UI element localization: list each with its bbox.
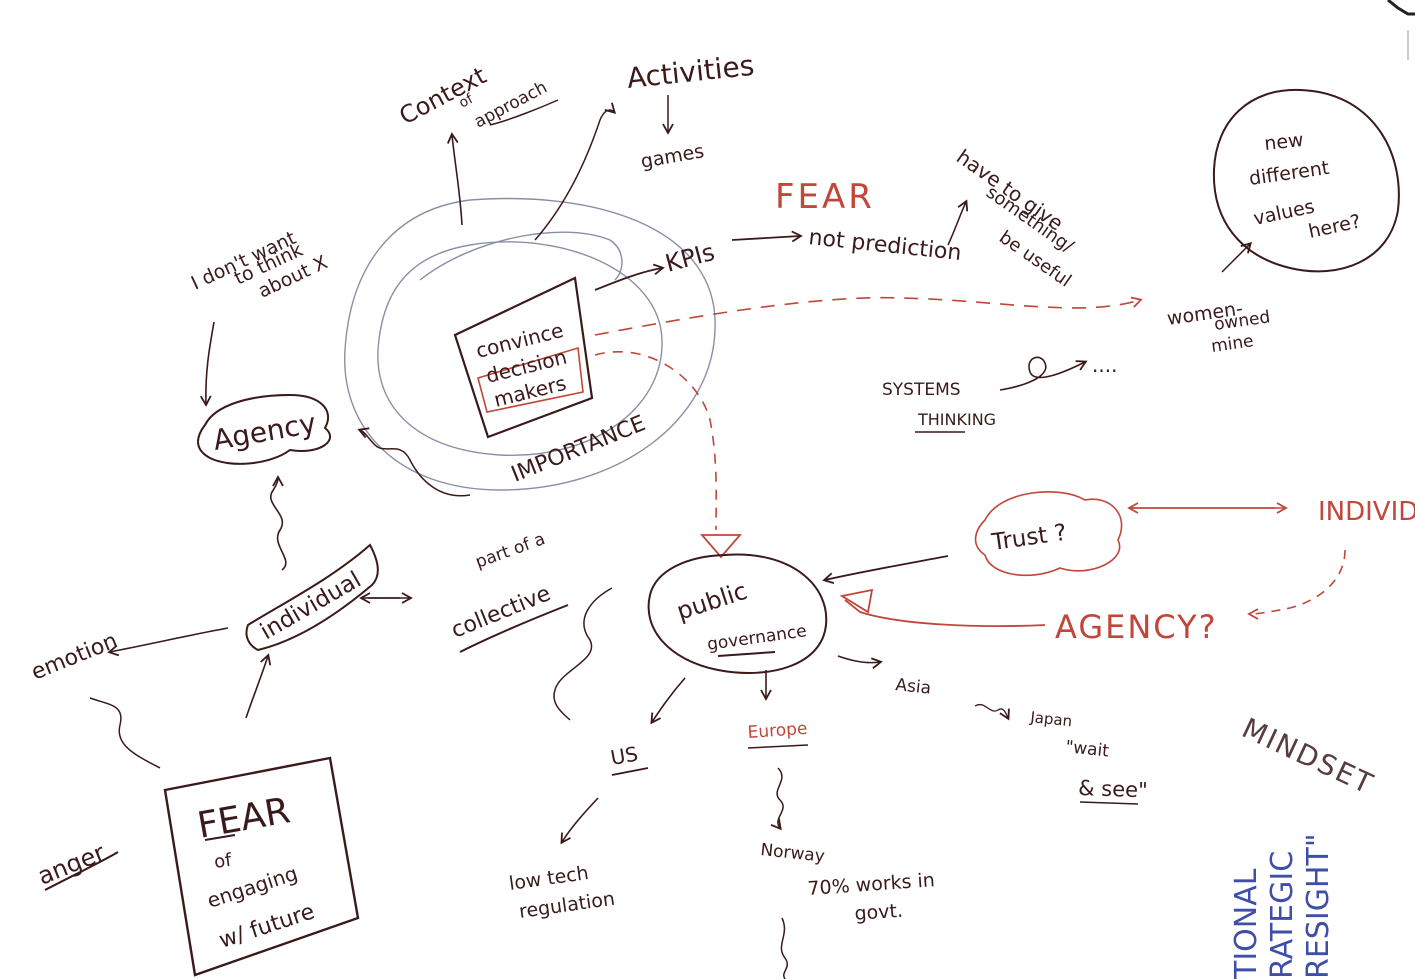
japan-label: Japan (1029, 708, 1073, 730)
public-label: public (673, 577, 750, 626)
governance-label: governance (706, 621, 808, 655)
arrow-trust-governance (822, 555, 949, 584)
red-dashed-down (594, 350, 718, 531)
fear-box-future: w/ future (216, 899, 318, 953)
arrow-individual-emotion (107, 627, 229, 657)
agency-red-label: AGENCY? (1055, 608, 1218, 646)
outer-circle (344, 197, 716, 491)
activities-label: Activities (625, 49, 755, 95)
values-text-1: new (1263, 129, 1304, 155)
govt-text-1: 70% works in (807, 869, 936, 900)
individual-label: individual (256, 567, 366, 645)
dashed-curve-to-women (594, 296, 1143, 336)
squiggle-europe-norway (770, 767, 784, 831)
arrow-to-us (650, 677, 686, 725)
individ-red-label: INDIVIDU (1318, 497, 1415, 527)
squiggle-emotion (89, 697, 161, 769)
agency-label: Agency (210, 406, 318, 457)
govt-text-2: govt. (854, 900, 904, 925)
trust-cloud (974, 491, 1123, 577)
arrow-fear-individual (245, 653, 272, 719)
fear-box-of: of (213, 850, 234, 873)
squiggle-asia-japan (974, 704, 1010, 721)
low-tech-2: regulation (518, 888, 617, 923)
dots-label: .... (1092, 353, 1117, 377)
convince-box: convince decision makers (453, 276, 594, 439)
public-governance-circle (647, 553, 828, 674)
blue-text-2: RATEGIC (1265, 851, 1300, 979)
asia-label: Asia (894, 675, 932, 699)
individual-outline (245, 543, 379, 652)
red-triangle-arrow (700, 534, 742, 559)
low-tech-1: low tech (508, 862, 590, 895)
inner-circle (377, 241, 663, 457)
arrow-to-have-give (947, 199, 969, 246)
women-text-3: mine (1210, 331, 1255, 357)
fear-top-label: FEAR (775, 177, 875, 217)
thinking-label: THINKING (917, 410, 996, 429)
inner-arc-top (419, 231, 623, 281)
games-label: games (639, 140, 706, 173)
arrow-kpis-prediction (731, 230, 803, 243)
blue-text-3: RESIGHT" (1301, 833, 1336, 979)
arrow-women-values (1221, 241, 1253, 273)
anger-label: anger (34, 838, 109, 890)
arrow-to-asia (837, 655, 883, 669)
fear-box (163, 756, 360, 977)
squiggle-individual-agency (269, 475, 287, 571)
values-circle (1212, 88, 1400, 273)
collective-label: collective (448, 581, 554, 643)
squiggle-collective (553, 587, 613, 721)
systems-label: SYSTEMS (882, 380, 961, 400)
wait-label: "wait (1064, 737, 1110, 761)
arrow-box-kpis (594, 263, 665, 291)
agency-cloud (197, 393, 332, 465)
norway-label: Norway (759, 840, 825, 867)
systems-loop-arrow (999, 356, 1088, 391)
board-corner (1387, 0, 1415, 16)
squiggle-to-circle (357, 427, 471, 497)
arrow-to-context (446, 132, 463, 226)
europe-label: Europe (747, 719, 808, 743)
mindset-label: MINDSET (1237, 711, 1379, 801)
arrow-to-agency (199, 321, 215, 407)
kpis-label: KPIs (662, 238, 717, 278)
blue-text-1: TIONAL (1229, 868, 1264, 979)
context-of-approach: Context of approach (395, 61, 559, 132)
squiggle-bottom (780, 917, 788, 979)
us-label: US (609, 742, 640, 770)
not-prediction-label: not prediction (807, 225, 962, 266)
importance-circles (344, 197, 716, 491)
and-see-label: & see" (1078, 776, 1148, 802)
arrow-us-lowtech (560, 797, 599, 845)
red-arrow-agency-governance (844, 599, 1046, 627)
values-text-2: different (1248, 157, 1331, 190)
trust-label: Trust ? (989, 520, 1068, 556)
part-of-a-label: part of a (473, 529, 548, 573)
emotion-label: emotion (28, 628, 121, 685)
red-dashed-individ-agency (1247, 549, 1346, 620)
line-to-activities (534, 102, 617, 241)
